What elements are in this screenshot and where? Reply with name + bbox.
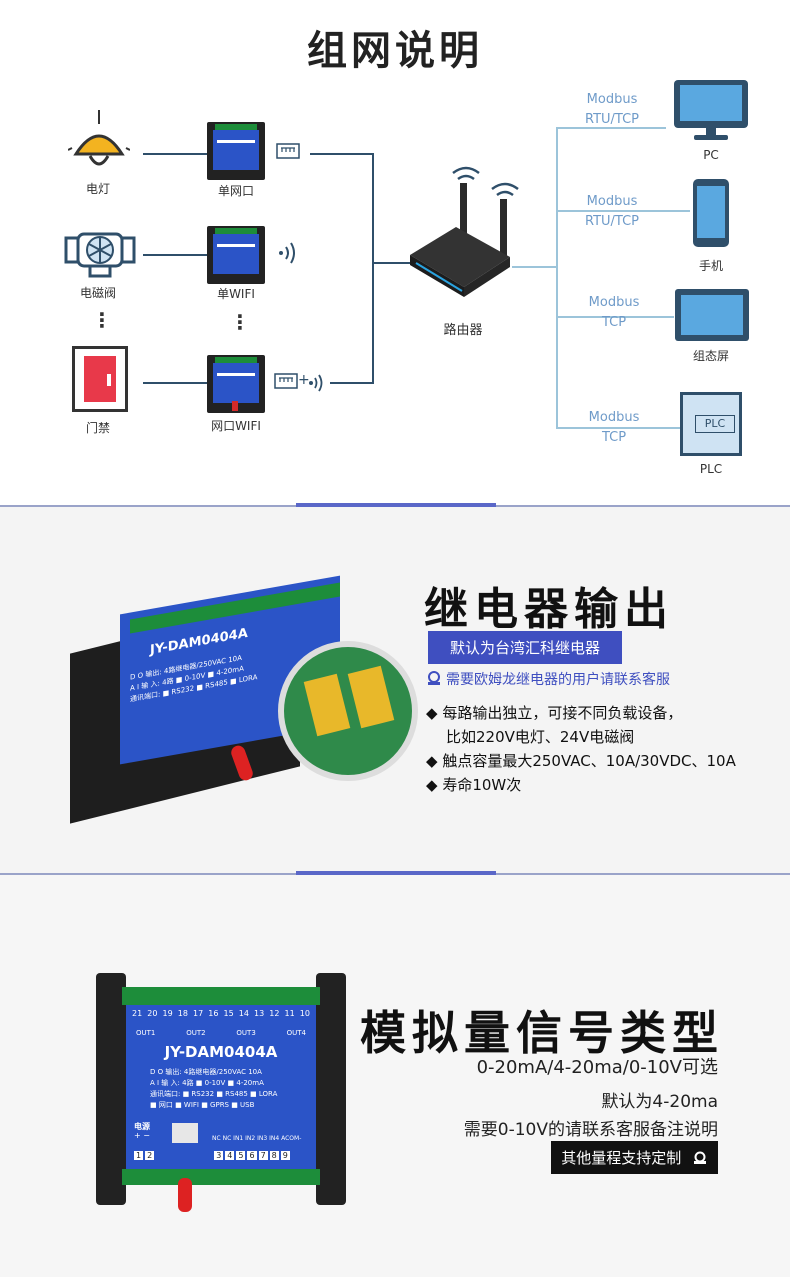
signal-range: 0-20mA/4-20ma/0-10V可选 [476, 1057, 718, 1078]
phone-icon [693, 179, 729, 247]
valve-icon [64, 232, 136, 278]
plc-screen: PLC [695, 415, 735, 433]
single-lan-label: 单网口 [217, 184, 254, 198]
customer-service-icon [694, 1151, 706, 1164]
power-label: 电源 [134, 1122, 150, 1131]
link-lamp [143, 153, 207, 155]
device-model: JY-DAM0404A [150, 625, 248, 659]
default-relay-badge: 默认为台湾汇科继电器 [428, 631, 623, 664]
input-labels: NC NC IN1 IN2 IN3 IN4 ACOM- [212, 1135, 302, 1142]
router-label: 路由器 [443, 323, 483, 338]
lamp-icon [68, 110, 130, 166]
ethernet-port-icon [274, 373, 298, 389]
feature-bullet-cont: 比如220V电灯、24V电磁阀 [446, 728, 635, 746]
device-single-wifi-image [207, 226, 265, 284]
more-modules-dots: ⋮ [230, 310, 250, 334]
networking-section: 组网说明 电灯 电磁阀 ⋮ 门禁 单网口 [0, 0, 790, 505]
plc-label: PLC [699, 462, 723, 476]
lan-wifi-label: 网口WIFI [211, 419, 261, 433]
valve-label: 电磁阀 [79, 286, 116, 300]
wifi-signal-icon [309, 374, 323, 392]
customer-service-icon [428, 671, 440, 685]
signal-default: 默认为4-20ma [601, 1092, 718, 1112]
device-model: JY-DAM0404A [164, 1043, 278, 1061]
pc-label: PC [703, 148, 719, 162]
plus-sign: + [298, 372, 310, 388]
relay-zoom-circle [278, 641, 418, 781]
link-door [143, 382, 207, 384]
link-valve [143, 254, 207, 256]
omron-note: 需要欧姆龙继电器的用户请联系客服 [446, 672, 670, 688]
single-wifi-label: 单WIFI [217, 287, 255, 301]
more-devices-dots: ⋮ [92, 308, 112, 332]
antenna [178, 1178, 192, 1212]
lamp-label: 电灯 [85, 182, 110, 196]
signal-note: 需要0-10V的请联系客服备注说明 [463, 1120, 718, 1140]
relay-output-title: 继电器输出 [424, 584, 674, 635]
hmi-label: 组态屏 [692, 349, 729, 363]
custom-range-badge: 其他量程支持定制 [551, 1141, 718, 1174]
analog-signal-title: 模拟量信号类型 [360, 1006, 724, 1060]
feature-bullet: ◆ 寿命10W次 [426, 776, 522, 794]
plc-icon: PLC [680, 392, 742, 456]
networking-title: 组网说明 [307, 28, 483, 74]
feature-bullet: ◆ 每路输出独立，可接不同负载设备， [426, 704, 683, 722]
device-single-lan-image [207, 122, 265, 180]
door-access-icon [72, 346, 128, 412]
bottom-terminal-numbers: 1 2 3 4 5 6 7 8 9 [134, 1151, 290, 1160]
door-label: 门禁 [85, 421, 110, 435]
feature-bullet: ◆ 触点容量最大250VAC、10A/30VDC、10A [426, 752, 736, 770]
ethernet-port [172, 1123, 198, 1143]
phone-label: 手机 [698, 259, 723, 273]
wifi-signal-icon [279, 242, 295, 264]
pc-monitor-icon [674, 80, 748, 140]
router-icon [410, 166, 519, 297]
ethernet-port-icon [276, 143, 300, 159]
device-lan-wifi-image [207, 355, 265, 413]
hmi-screen-icon [675, 289, 749, 341]
